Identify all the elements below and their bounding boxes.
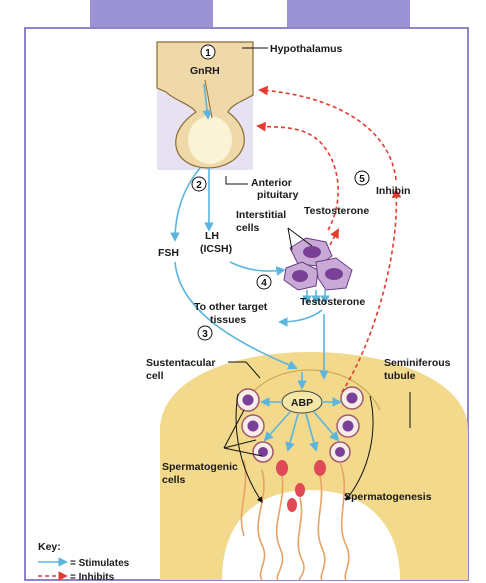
spermatogenic-cells-label-line2: cells (162, 474, 186, 486)
step-1: 1 (205, 48, 211, 59)
other-targets-label-line1: To other target (194, 301, 268, 313)
icsh-label: (ICSH) (200, 243, 232, 255)
anterior-pituitary-highlight (188, 116, 232, 164)
seminiferous-tubule-label-line1: Seminiferous (384, 357, 451, 369)
sustentacular-cell-label-line1: Sustentacular (146, 357, 215, 369)
step-4: 4 (261, 278, 267, 289)
spermatogenic-cells-label-line1: Spermatogenic (162, 461, 238, 473)
step-5: 5 (359, 174, 365, 185)
anterior-pituitary-label-line1: Anterior (251, 177, 292, 189)
abp-label: ABP (291, 397, 313, 409)
testosterone-label: Testosterone (300, 296, 365, 308)
lh-label: LH (205, 230, 219, 242)
sustentacular-cell-label-line2: cell (146, 370, 164, 382)
hypothalamus-label: Hypothalamus (270, 43, 343, 55)
legend-inhibits-label: = Inhibits (70, 572, 115, 583)
seminiferous-tubule-label-line2: tubule (384, 370, 416, 382)
header-tab-right (287, 0, 410, 28)
step-3: 3 (202, 329, 208, 340)
legend-title: Key: (38, 541, 61, 553)
fsh-label: FSH (158, 247, 179, 259)
spermatogenesis-label: Spermatogenesis (344, 491, 432, 503)
inhibin-label: Inhibin (376, 185, 410, 197)
legend-stimulates-label: = Stimulates (70, 558, 130, 569)
testosterone-feedback-label: Testosterone (304, 205, 369, 217)
other-targets-label-line2: tissues (210, 314, 246, 326)
anterior-pituitary-label-line2: pituitary (257, 189, 299, 201)
step-2: 2 (196, 180, 202, 191)
interstitial-cells-label-line1: Interstitial (236, 209, 286, 221)
gnrh-label: GnRH (190, 65, 220, 77)
interstitial-cells-label-line2: cells (236, 222, 260, 234)
header-tab-left (90, 0, 213, 28)
